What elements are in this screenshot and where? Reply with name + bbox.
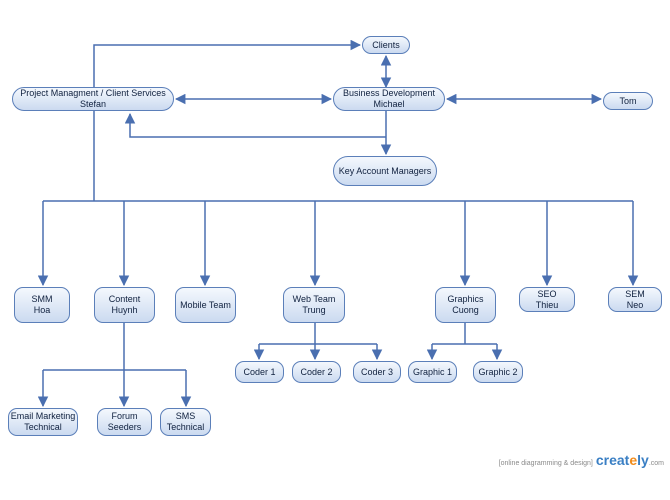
node-label: Project Managment / Client Services bbox=[20, 88, 166, 98]
node-label: Technical bbox=[166, 422, 205, 432]
node-label: Email Marketing bbox=[10, 411, 76, 421]
node-label: Content bbox=[108, 294, 141, 304]
creately-footer: [online diagramming & design] creately .… bbox=[499, 452, 664, 468]
node-label: Cuong bbox=[452, 305, 479, 315]
node-label: SMM bbox=[31, 294, 53, 304]
node-label: Coder 3 bbox=[360, 366, 394, 377]
node-label: Michael bbox=[373, 99, 405, 109]
node-label: Thieu bbox=[535, 299, 559, 310]
connector bbox=[93, 39, 362, 87]
node-label: SEO bbox=[537, 288, 557, 299]
node-coder-3[interactable]: Coder 3 bbox=[353, 361, 401, 383]
node-label: Huynh bbox=[111, 305, 138, 315]
connector bbox=[124, 112, 386, 138]
connector-lines bbox=[37, 39, 639, 408]
node-tom[interactable]: Tom bbox=[603, 92, 653, 110]
node-label: Graphic 2 bbox=[478, 366, 518, 377]
node-label: Clients bbox=[372, 39, 400, 50]
node-label: Graphic 1 bbox=[412, 366, 453, 377]
footer-domain: .com bbox=[648, 460, 664, 467]
node-label: Mobile Team bbox=[180, 299, 231, 310]
node-clients[interactable]: Clients bbox=[362, 36, 410, 54]
node-graphic-1[interactable]: Graphic 1 bbox=[408, 361, 457, 383]
node-label: Graphics bbox=[447, 294, 484, 304]
node-label: Technical bbox=[24, 422, 62, 432]
node-label: Stefan bbox=[79, 99, 107, 109]
node-label: Web Team bbox=[292, 294, 336, 304]
node-label: Hoa bbox=[33, 305, 51, 315]
node-graphic-2[interactable]: Graphic 2 bbox=[473, 361, 523, 383]
node-label: Business Development bbox=[342, 88, 436, 98]
node-label: Seeders bbox=[107, 422, 142, 432]
node-mobile-team[interactable]: Mobile Team bbox=[175, 287, 236, 323]
node-label: SEM bbox=[625, 288, 645, 299]
node-label: SMS bbox=[175, 411, 196, 421]
node-label: Neo bbox=[626, 299, 644, 310]
node-label: Key Account Managers bbox=[338, 165, 432, 176]
node-coder-1[interactable]: Coder 1 bbox=[235, 361, 284, 383]
node-label: Coder 2 bbox=[300, 366, 333, 377]
node-label: Tom bbox=[619, 95, 637, 106]
node-key-account-managers[interactable]: Key Account Managers bbox=[333, 156, 437, 186]
node-label: Forum bbox=[111, 411, 138, 421]
node-label: Coder 1 bbox=[243, 366, 276, 377]
node-label: Trung bbox=[302, 305, 326, 315]
footer-tagline: [online diagramming & design] bbox=[498, 460, 593, 467]
creately-logo: creately bbox=[595, 452, 649, 468]
node-coder-2[interactable]: Coder 2 bbox=[292, 361, 341, 383]
